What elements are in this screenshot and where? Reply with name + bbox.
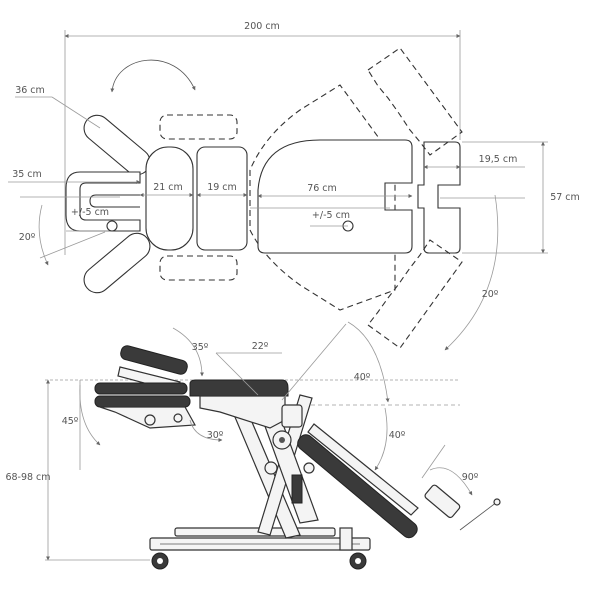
head-angle-label: 20º <box>19 232 36 243</box>
foot-handle <box>459 501 498 531</box>
leg-drop-label: 40º <box>389 430 406 441</box>
headrest-center-slot <box>89 194 140 208</box>
base-rail <box>174 527 336 537</box>
head-drop-label: 45º <box>62 416 79 427</box>
headrest-arm-lower <box>83 232 151 294</box>
height-range-label: 68-98 cm <box>5 472 50 483</box>
chest-pad <box>196 146 248 251</box>
head-width-label: 36 cm <box>15 85 45 96</box>
leg-pad <box>297 434 418 539</box>
lift-mechanism <box>231 394 319 539</box>
head-angle-arc <box>38 204 49 266</box>
head-width-dimension: 36 cm <box>15 85 101 129</box>
foot-section-pad <box>417 141 461 254</box>
back-tilt-label: 22º <box>252 341 269 352</box>
armrest-lower-dashed <box>159 255 238 281</box>
back-drop-label: 30º <box>207 430 224 441</box>
foot-angle-arc <box>444 194 499 351</box>
arm-length-dimension: 35 cm <box>8 169 141 184</box>
seat-tilt-arc <box>347 321 390 403</box>
segment-2-label: 19 cm <box>207 182 237 193</box>
foot-rotation-upper-dashed <box>367 47 463 156</box>
foot-rotation-lower-dashed <box>367 239 463 349</box>
head-pad-raised <box>120 345 188 375</box>
head-pivot-marker <box>106 220 118 232</box>
head-pad-mid <box>94 382 188 395</box>
headrest-arm-upper <box>83 114 151 176</box>
seat-tilt-label: 40º <box>354 372 371 383</box>
head-tilt-arc <box>172 327 204 377</box>
head-tilt-label: 35º <box>192 342 209 353</box>
main-seat-pad <box>257 139 413 254</box>
head-offset-label: +/-5 cm <box>71 207 109 218</box>
head-drop-arc <box>79 384 101 446</box>
leg-drop-arc <box>374 407 388 471</box>
total-length-label: 200 cm <box>244 21 280 32</box>
leg-section <box>281 404 501 539</box>
seat-length-label: 76 cm <box>307 183 337 194</box>
armrest-upper-dashed <box>159 114 238 140</box>
foot-angle-label: 20º <box>482 289 499 300</box>
top-view: 200 cm 36 cm <box>8 21 580 351</box>
total-length-dimension: 200 cm <box>64 21 461 255</box>
head-pad-lower <box>94 395 191 408</box>
side-view: 35º 22º 40º 45º 30º 40º 90º 68-98 cm <box>5 321 501 570</box>
segment-1-label: 21 cm <box>153 182 183 193</box>
foot-angle-arc-side <box>429 467 473 496</box>
headrest-u-piece <box>65 171 141 232</box>
head-angle-line <box>39 231 106 259</box>
back-drop-arc <box>189 419 223 442</box>
foot-angle-side-label: 90º <box>462 472 479 483</box>
total-width-label: 57 cm <box>550 192 580 203</box>
seat-side <box>189 379 289 397</box>
footrest-block <box>424 484 461 519</box>
rotation-arrow <box>110 59 196 93</box>
foot-width-label: 19,5 cm <box>479 154 518 165</box>
head-pad <box>145 146 194 251</box>
arm-length-label: 35 cm <box>12 169 42 180</box>
seat-offset-label: +/-5 cm <box>312 210 350 221</box>
